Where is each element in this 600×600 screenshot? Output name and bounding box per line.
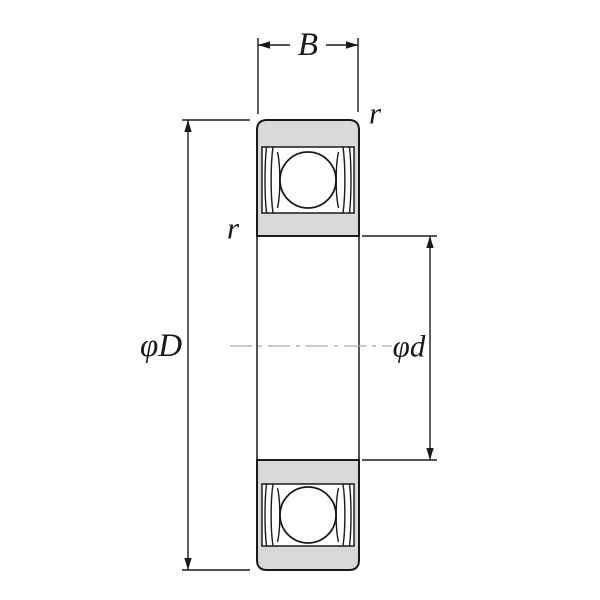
radius-label-outer: r xyxy=(369,96,382,131)
dimension-width-B: B xyxy=(257,27,359,114)
ball-bottom xyxy=(279,486,337,544)
bearing-body xyxy=(256,119,360,571)
bore-diameter-label: φd xyxy=(393,329,426,364)
radius-label-inner: r xyxy=(227,211,240,246)
outer-diameter-label: φD xyxy=(140,328,182,364)
arrowhead-bottom xyxy=(426,448,434,460)
arrowhead-right xyxy=(346,41,358,49)
arrowhead-bottom xyxy=(184,558,192,570)
arrowhead-left xyxy=(258,41,270,49)
dimension-bore-diameter: φd xyxy=(362,235,437,461)
arrowhead-top xyxy=(426,236,434,248)
width-label: B xyxy=(298,27,318,63)
ball-top xyxy=(279,151,337,209)
arrowhead-top xyxy=(184,120,192,132)
dimension-outer-diameter: φD xyxy=(140,119,250,571)
bore-section xyxy=(256,235,360,461)
